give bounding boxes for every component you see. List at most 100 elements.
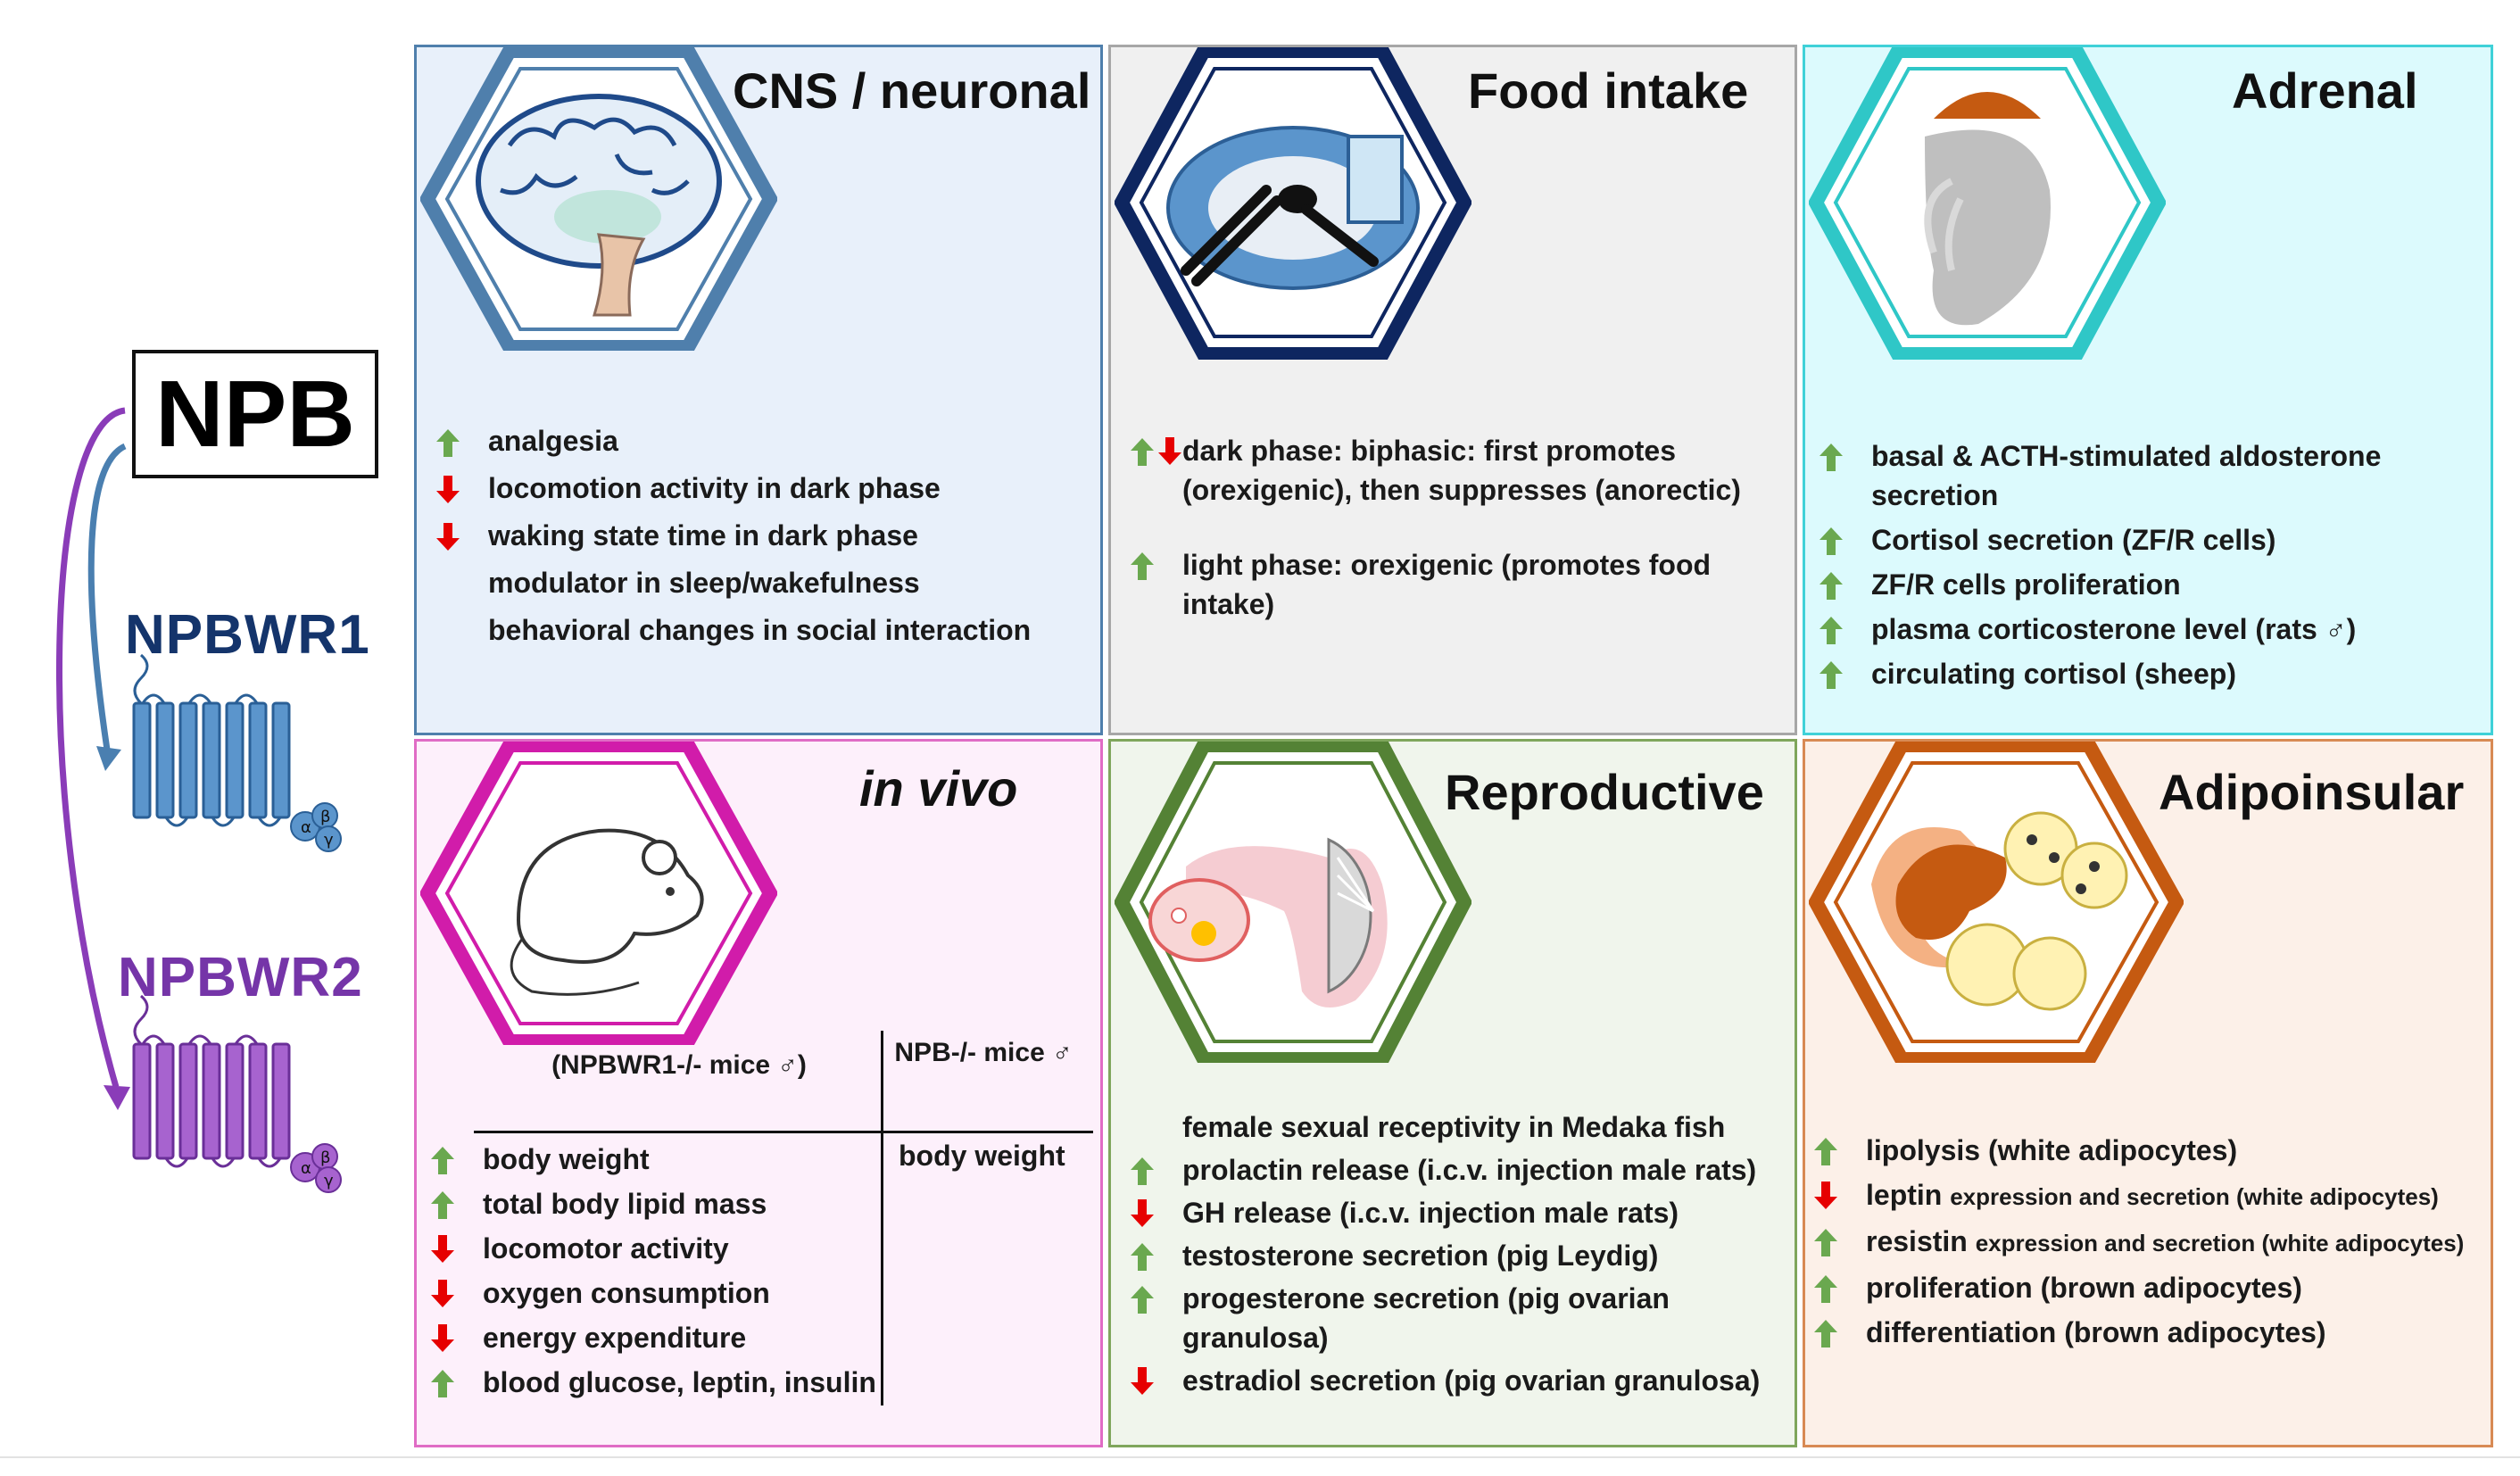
effects-list: analgesia locomotion activity in dark pha…	[435, 422, 1095, 659]
arrow-up-icon	[1820, 572, 1843, 600]
panel-title: Adipoinsular	[2159, 764, 2465, 820]
effect-item: basal & ACTH-stimulated aldosterone secr…	[1818, 436, 2487, 515]
effect-direction	[1812, 1131, 1866, 1166]
effect-text: body weight	[483, 1143, 650, 1175]
effect-text: locomotor activity	[483, 1232, 729, 1265]
effects-list: body weight total body lipid mass locomoto…	[429, 1140, 884, 1407]
effect-item: GH release (i.c.v. injection male rats)	[1129, 1193, 1789, 1232]
arrow-up-icon	[1820, 661, 1843, 689]
panel-in-vivo: in vivo (NPBWR1-/- mice ♂) NPB-/- mice ♂…	[414, 739, 1103, 1447]
effect-text: Cortisol secretion (ZF/R cells)	[1871, 524, 2276, 556]
effect-item: progesterone secretion (pig ovarian gran…	[1129, 1279, 1789, 1357]
arrow-up-icon	[1131, 1286, 1154, 1314]
effect-main: resistin	[1866, 1225, 1968, 1257]
arrow-up-icon	[1814, 1275, 1837, 1303]
table-divider-vertical	[881, 1031, 883, 1406]
col-npb-header: NPB-/- mice ♂	[894, 1038, 1073, 1067]
effect-direction	[1812, 1175, 1866, 1211]
arrow-up-icon	[431, 1147, 454, 1174]
effect-text: progesterone secretion (pig ovarian gran…	[1182, 1282, 1670, 1354]
effect-text: behavioral changes in social interaction	[488, 614, 1032, 646]
effect-item: total body lipid mass	[429, 1184, 884, 1223]
effect-text: prolactin release (i.c.v. injection male…	[1182, 1154, 1757, 1186]
effect-item: blood glucose, leptin, insulin	[429, 1363, 884, 1402]
npbwr1-receptor-icon: αβγ	[132, 653, 342, 852]
svg-text:β: β	[320, 1148, 331, 1167]
effect-item: waking state time in dark phase	[435, 517, 1095, 555]
arrow-down-icon	[1814, 1182, 1837, 1209]
effect-text: energy expenditure	[483, 1322, 747, 1354]
effect-direction	[435, 564, 488, 569]
arrow-down-icon	[436, 523, 460, 551]
panel-adrenal: Adrenal basal & ACTH-stimulated aldoster…	[1803, 45, 2493, 735]
effects-list: basal & ACTH-stimulated aldosterone secr…	[1818, 436, 2487, 699]
effect-main: leptin	[1866, 1179, 1943, 1211]
plate-cutlery-icon	[1115, 47, 1471, 360]
effect-direction	[429, 1363, 483, 1398]
effect-item: analgesia	[435, 422, 1095, 460]
effect-direction	[1129, 1150, 1182, 1186]
svg-text:β: β	[320, 808, 331, 826]
arrow-down-icon	[1131, 1367, 1154, 1395]
effect-direction	[1818, 609, 1871, 645]
effect-direction	[1129, 545, 1182, 581]
arrow-up-icon	[1814, 1229, 1837, 1256]
effect-direction	[1812, 1313, 1866, 1348]
arrow-up-icon	[436, 429, 460, 457]
arrow-up-icon	[1814, 1320, 1837, 1347]
effect-main: differentiation (brown adipocytes)	[1866, 1316, 2326, 1348]
effect-item: estradiol secretion (pig ovarian granulo…	[1129, 1361, 1789, 1400]
effect-item: proliferation (brown adipocytes)	[1812, 1268, 2499, 1307]
panel-title: Food intake	[1468, 62, 1749, 119]
effect-main: proliferation (brown adipocytes)	[1866, 1272, 2302, 1304]
panel-adipoinsular: Adipoinsular lipolysis (white adipocytes…	[1803, 739, 2493, 1447]
effects-list: female sexual receptivity in Medaka fish…	[1129, 1107, 1789, 1404]
npbwr1-label: NPBWR1	[125, 604, 370, 666]
effect-direction	[1129, 1107, 1182, 1113]
effect-text: female sexual receptivity in Medaka fish	[1182, 1111, 1726, 1143]
effect-text: circulating cortisol (sheep)	[1871, 658, 2236, 690]
effect-text: leptin expression and secretion (white a…	[1866, 1175, 2499, 1216]
effect-item: female sexual receptivity in Medaka fish	[1129, 1107, 1789, 1147]
effect-direction	[435, 469, 488, 505]
arrow-down-icon	[1158, 437, 1181, 465]
mouse-icon	[420, 742, 777, 1045]
effect-direction	[429, 1140, 483, 1175]
effect-text: modulator in sleep/wakefulness	[488, 567, 920, 599]
arrow-up-icon	[1820, 527, 1843, 555]
effect-main: lipolysis (white adipocytes)	[1866, 1134, 2238, 1166]
effect-item: Cortisol secretion (ZF/R cells)	[1818, 520, 2487, 560]
arrow-up-icon	[1814, 1138, 1837, 1165]
pancreas-adipocytes-icon	[1809, 742, 2184, 1063]
npbwr2-label: NPBWR2	[118, 947, 363, 1008]
arrow-npb-to-npbwr2	[56, 407, 126, 1088]
table-divider-horizontal	[474, 1131, 1093, 1133]
effect-item: locomotion activity in dark phase	[435, 469, 1095, 508]
arrow-down-icon	[431, 1235, 454, 1263]
effect-item: lipolysis (white adipocytes)	[1812, 1131, 2499, 1170]
svg-text:α: α	[301, 818, 311, 837]
effect-text: lipolysis (white adipocytes)	[1866, 1131, 2499, 1170]
effect-direction	[1812, 1268, 1866, 1304]
effect-item: circulating cortisol (sheep)	[1818, 654, 2487, 693]
arrow-down-icon	[436, 476, 460, 503]
effect-item: light phase: orexigenic (promotes food i…	[1129, 545, 1789, 624]
effect-text: testosterone secretion (pig Leydig)	[1182, 1240, 1659, 1272]
effect-direction	[1818, 436, 1871, 472]
brain-icon	[420, 47, 777, 351]
effects-list: lipolysis (white adipocytes) leptin expre…	[1812, 1131, 2499, 1357]
effect-text: total body lipid mass	[483, 1188, 767, 1220]
arrow-up-icon	[1131, 438, 1154, 466]
arrow-up-icon	[1131, 1243, 1154, 1271]
effect-text: locomotion activity in dark phase	[488, 472, 941, 504]
effect-direction	[1129, 431, 1182, 467]
effect-text: resistin expression and secretion (white…	[1866, 1222, 2499, 1263]
effect-text: blood glucose, leptin, insulin	[483, 1366, 876, 1398]
effect-item: leptin expression and secretion (white a…	[1812, 1175, 2499, 1216]
arrow-down-icon	[1131, 1199, 1154, 1227]
effect-direction	[429, 1273, 483, 1309]
arrow-down-icon	[431, 1324, 454, 1352]
panel-food-intake: Food intake dark phase: biphasic: first …	[1108, 45, 1797, 735]
arrow-npb-to-npbwr1	[87, 443, 127, 750]
